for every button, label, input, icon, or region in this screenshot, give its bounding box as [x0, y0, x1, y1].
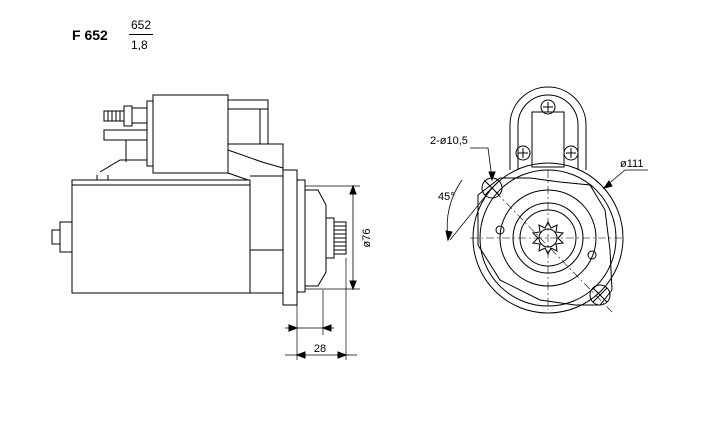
flange-plate	[477, 177, 613, 306]
fraction-numerator: 652	[131, 18, 152, 32]
offset-28-label: 28	[314, 343, 326, 355]
mounting-flange	[282, 169, 298, 306]
terminal-stud	[103, 110, 125, 122]
bolt-hole-right	[589, 284, 611, 306]
diameter-111-label: ø111	[620, 158, 643, 170]
rear-end-cap	[59, 221, 73, 253]
fraction-bar	[129, 34, 153, 35]
solenoid-body	[152, 94, 229, 174]
solenoid-cap	[146, 100, 154, 167]
terminal-screw-top	[540, 99, 556, 115]
front-view	[445, 86, 648, 314]
bolt-holes-label: 2-ø10,5	[430, 135, 468, 147]
side-view	[51, 94, 360, 360]
solenoid-rear	[227, 99, 269, 145]
motor-housing	[71, 179, 251, 294]
diameter-76-label: ø76	[361, 229, 373, 248]
fraction-denominator: 1,8	[131, 38, 148, 52]
solenoid-arch	[509, 86, 587, 170]
drive-nose	[305, 189, 327, 287]
terminal-screw-left	[515, 145, 531, 161]
angle-45-label: 45°	[438, 191, 455, 203]
part-code: F 652	[72, 27, 108, 43]
terminal-screw-right	[563, 145, 579, 161]
